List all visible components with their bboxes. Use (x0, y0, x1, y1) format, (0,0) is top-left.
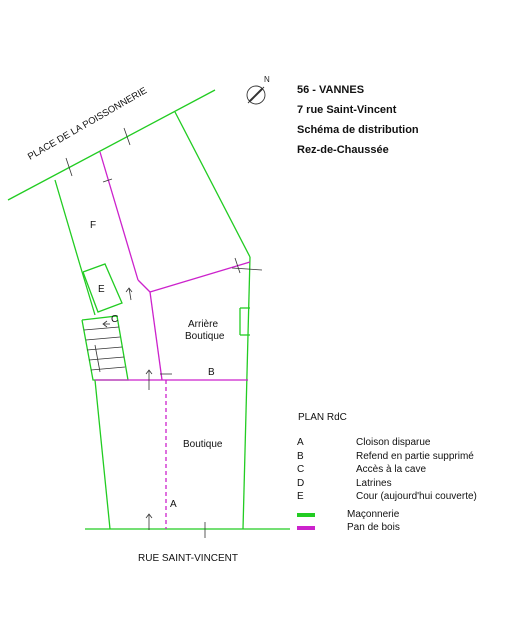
legend-key: C (297, 464, 305, 476)
tread (88, 356, 125, 361)
timber-wall-top (149, 261, 251, 293)
rue-label: RUE SAINT-VINCENT (138, 553, 238, 564)
tread (83, 326, 120, 331)
room-c-label: C (111, 314, 118, 325)
tick (231, 267, 263, 271)
line-type-label: Pan de bois (347, 522, 400, 533)
timber-walls (95, 151, 251, 529)
wall-a-label: A (170, 499, 177, 510)
timber-swatch (297, 525, 315, 530)
title-city: 56 - VANNES (297, 84, 365, 96)
arriere-boutique-label: Boutique (185, 331, 225, 342)
room-f-label: F (90, 220, 96, 231)
plan-label: PLAN RdC (298, 412, 347, 423)
masonry-walls (7, 89, 290, 530)
boutique-label: Boutique (183, 439, 223, 450)
cour-box (82, 263, 123, 313)
compass-icon: N (246, 75, 270, 105)
legend-key: D (297, 477, 305, 489)
stair-treads (83, 326, 126, 373)
legend-key: A (297, 437, 304, 449)
line-type-row: Maçonnerie (297, 508, 400, 521)
room-e-label: E (98, 284, 105, 295)
legend-row: D Latrines (297, 477, 507, 491)
title-scheme: Schéma de distribution (297, 124, 419, 136)
legend-text: Cour (aujourd'hui couverte) (356, 491, 477, 503)
place-street-line (7, 89, 216, 201)
compass-letter: N (264, 75, 270, 84)
arrow-head (125, 287, 133, 293)
title-floor: Rez-de-Chaussée (297, 144, 389, 156)
timber-wall-diagonal (99, 151, 139, 281)
line-type-label: Maçonnerie (347, 509, 400, 520)
tick (102, 178, 113, 183)
title-block: 56 - VANNES 7 rue Saint-Vincent Schéma d… (297, 80, 497, 160)
timber-wall-vertical (149, 291, 163, 381)
legend-text: Cloison disparue (356, 437, 431, 449)
wall-b-label: B (208, 367, 215, 378)
ticks-and-arrows (65, 127, 263, 538)
tread (94, 344, 101, 373)
legend-row: C Accès à la cave (297, 463, 507, 477)
legend-row: B Refend en partie supprimé (297, 450, 507, 464)
arrow-head (145, 513, 153, 519)
right-wall-lower (242, 256, 251, 530)
arriere-label: Arrière (188, 319, 218, 330)
arrow-head (145, 369, 153, 375)
compass-needle (249, 88, 263, 102)
legend-row: A Cloison disparue (297, 436, 507, 450)
legend-key: B (297, 450, 304, 462)
legend-key: E (297, 491, 304, 503)
line-type-legend: Maçonnerie Pan de bois (297, 508, 400, 534)
tick (123, 127, 131, 146)
compass-circle (246, 85, 266, 105)
masonry-swatch (297, 512, 315, 517)
legend-row: E Cour (aujourd'hui couverte) (297, 490, 507, 504)
right-wall-upper (174, 111, 251, 258)
tick (65, 157, 73, 177)
legend-text: Latrines (356, 477, 392, 489)
line-type-row: Pan de bois (297, 521, 400, 534)
legend-text: Accès à la cave (356, 464, 427, 476)
arrow-head (102, 320, 108, 328)
left-wall-mid (79, 264, 96, 316)
left-wall-top (54, 179, 81, 266)
place-label: PLACE DE LA POISSONNERIE (26, 85, 149, 162)
tread (86, 346, 123, 351)
legend-text: Refend en partie supprimé (356, 450, 474, 462)
timber-wall-jog (137, 279, 151, 293)
tread (85, 336, 121, 341)
left-wall-low (94, 379, 111, 530)
tread (90, 366, 126, 371)
tick (234, 257, 241, 274)
legend: A Cloison disparue B Refend en partie su… (297, 436, 507, 504)
title-address: 7 rue Saint-Vincent (297, 104, 397, 116)
arrow (128, 287, 132, 301)
